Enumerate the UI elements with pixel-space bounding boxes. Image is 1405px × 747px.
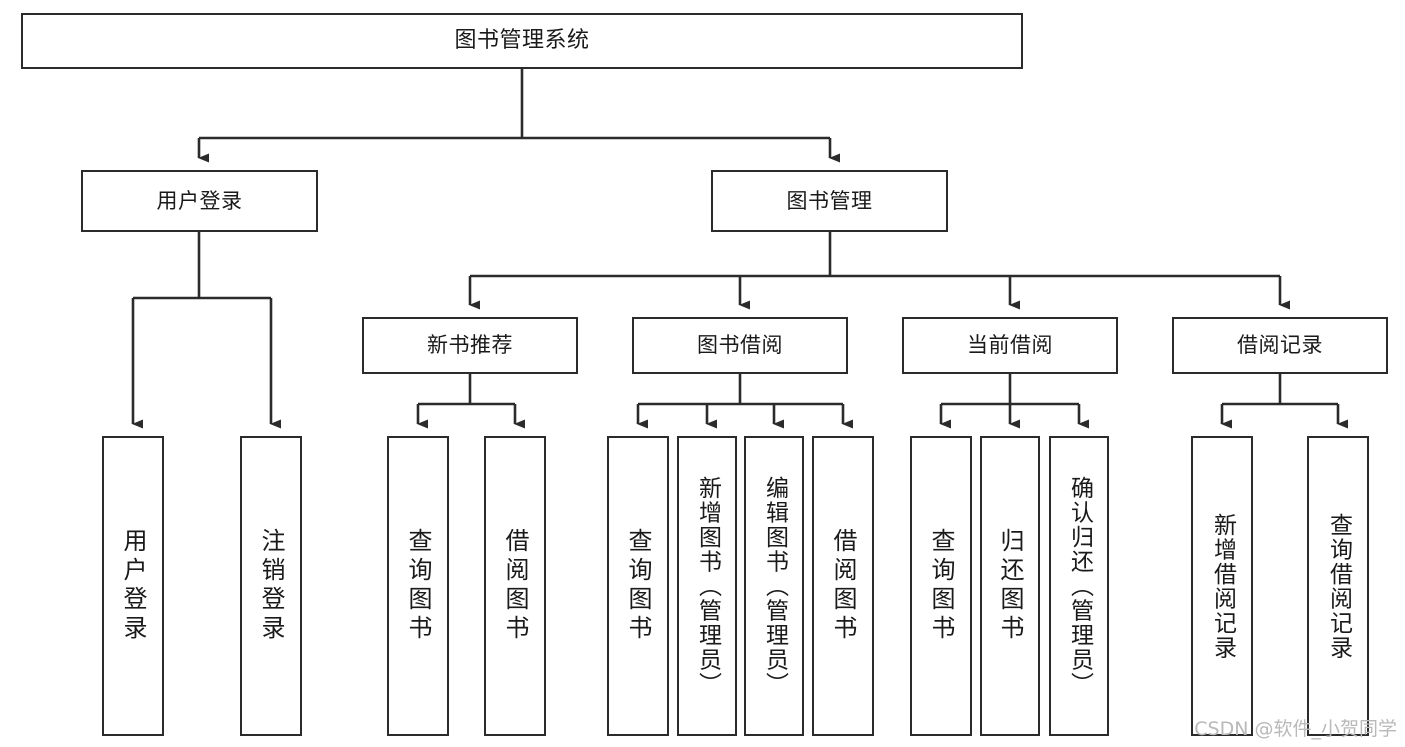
node-book-borrow[interactable]: 图书借阅 xyxy=(632,317,848,374)
leaf-user-login[interactable]: 用户登录 xyxy=(102,436,164,736)
node-root-label: 图书管理系统 xyxy=(454,28,590,54)
leaf-confirm-return[interactable]: 确认归还（管理员） xyxy=(1049,436,1109,736)
node-current-borrow-label: 当前借阅 xyxy=(967,333,1053,358)
leaf-return-book[interactable]: 归还图书 xyxy=(980,436,1040,736)
node-book-manage[interactable]: 图书管理 xyxy=(711,170,948,232)
leaf-query-book-2-label: 查询图书 xyxy=(624,528,652,644)
node-book-borrow-label: 图书借阅 xyxy=(697,333,783,358)
leaf-query-record-label: 查询借阅记录 xyxy=(1325,512,1352,660)
node-book-manage-label: 图书管理 xyxy=(786,188,873,213)
leaf-add-book-label: 新增图书（管理员） xyxy=(694,475,721,697)
node-borrow-record-label: 借阅记录 xyxy=(1237,333,1323,358)
leaf-add-record-label: 新增借阅记录 xyxy=(1209,512,1236,660)
leaf-logout[interactable]: 注销登录 xyxy=(240,436,302,736)
leaf-confirm-return-label: 确认归还（管理员） xyxy=(1066,475,1093,697)
leaf-edit-book-label: 编辑图书（管理员） xyxy=(761,475,788,697)
leaf-borrow-book-1-label: 借阅图书 xyxy=(501,528,529,644)
leaf-add-record[interactable]: 新增借阅记录 xyxy=(1191,436,1253,736)
leaf-query-book-1[interactable]: 查询图书 xyxy=(387,436,449,736)
node-new-book-recommend-label: 新书推荐 xyxy=(427,333,513,358)
leaf-logout-label: 注销登录 xyxy=(257,528,285,644)
leaf-borrow-book-1[interactable]: 借阅图书 xyxy=(484,436,546,736)
leaf-borrow-book-2[interactable]: 借阅图书 xyxy=(812,436,874,736)
node-user-login[interactable]: 用户登录 xyxy=(81,170,318,232)
node-current-borrow[interactable]: 当前借阅 xyxy=(902,317,1118,374)
leaf-query-book-3-label: 查询图书 xyxy=(927,528,955,644)
node-new-book-recommend[interactable]: 新书推荐 xyxy=(362,317,578,374)
leaf-borrow-book-2-label: 借阅图书 xyxy=(829,528,857,644)
leaf-query-book-1-label: 查询图书 xyxy=(404,528,432,644)
node-user-login-label: 用户登录 xyxy=(156,188,243,213)
leaf-return-book-label: 归还图书 xyxy=(996,528,1024,644)
leaf-query-book-3[interactable]: 查询图书 xyxy=(910,436,972,736)
leaf-user-login-label: 用户登录 xyxy=(119,528,147,644)
node-borrow-record[interactable]: 借阅记录 xyxy=(1172,317,1388,374)
leaf-query-record[interactable]: 查询借阅记录 xyxy=(1307,436,1369,736)
csdn-watermark: CSDN @软件_小贺同学 xyxy=(1194,718,1397,740)
leaf-edit-book[interactable]: 编辑图书（管理员） xyxy=(744,436,804,736)
leaf-query-book-2[interactable]: 查询图书 xyxy=(607,436,669,736)
leaf-add-book[interactable]: 新增图书（管理员） xyxy=(677,436,737,736)
node-root[interactable]: 图书管理系统 xyxy=(21,13,1023,69)
